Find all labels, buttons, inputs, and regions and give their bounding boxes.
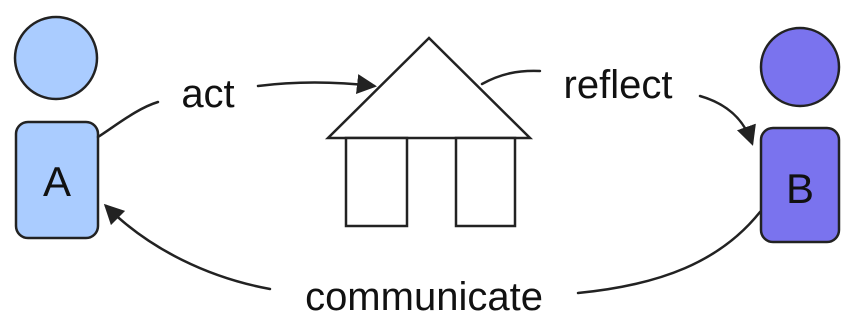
act-edge: act [96,72,377,139]
agent-a-body [14,120,100,240]
reflect-arrow [698,94,756,146]
house-left-wall [344,136,409,228]
communicate-connector-start [576,210,762,295]
agent-a: A [13,15,100,240]
act-arrow [256,74,377,95]
reflect-connector-start [480,69,542,86]
communicate-arrow [103,203,272,291]
agent-b: B [759,26,841,244]
house-shape [324,36,534,228]
communicate-edge: communicate [103,203,762,319]
agent-b-label: B [786,165,814,212]
act-connector-start [96,100,160,139]
agent-a-label: A [43,158,71,205]
communicate-label: communicate [305,275,543,319]
reflect-edge: reflect [480,63,756,146]
house-right-wall [454,136,517,228]
agent-b-head [759,26,841,108]
act-label: act [181,72,234,116]
house-roof [324,36,534,140]
agent-b-body [759,126,841,244]
agent-a-head [13,15,99,101]
reflect-label: reflect [564,63,673,107]
